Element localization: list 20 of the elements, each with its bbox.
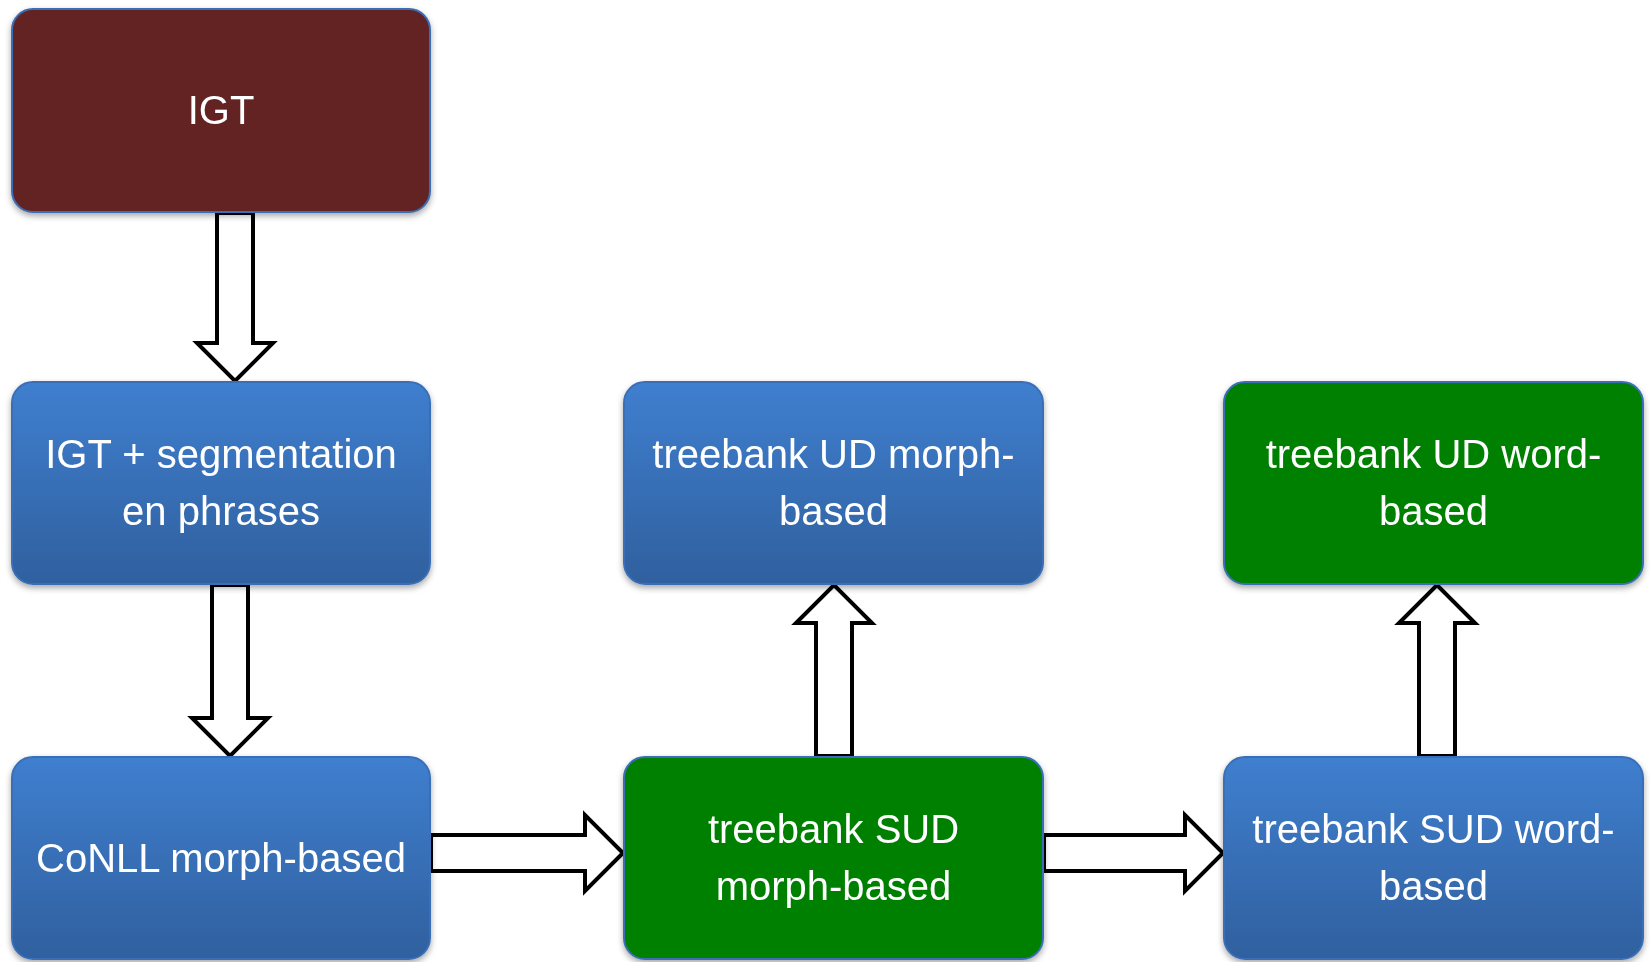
- box-label: treebank UD morph-based: [651, 431, 1016, 535]
- block-arrow: [1394, 582, 1480, 758]
- box-label: treebank SUD morph-based: [706, 806, 961, 910]
- block-arrow: [192, 211, 278, 384]
- block-arrow: [429, 810, 626, 896]
- process-box: [11, 381, 431, 585]
- block-arrow: [1042, 810, 1226, 896]
- block-arrow: [791, 582, 877, 758]
- process-box: [11, 756, 431, 960]
- process-box: [11, 8, 431, 213]
- process-box: [623, 756, 1044, 960]
- process-box: [1223, 381, 1644, 585]
- block-arrow: [187, 583, 273, 759]
- box-label: CoNLL morph-based: [36, 834, 406, 882]
- process-box: [623, 381, 1044, 585]
- box-label: IGT: [187, 87, 255, 134]
- box-label: IGT + segmentation en phrases: [44, 431, 398, 535]
- process-box: [1223, 756, 1644, 960]
- box-label: treebank UD word-based: [1264, 431, 1603, 535]
- box-label: treebank SUD word-based: [1251, 806, 1616, 910]
